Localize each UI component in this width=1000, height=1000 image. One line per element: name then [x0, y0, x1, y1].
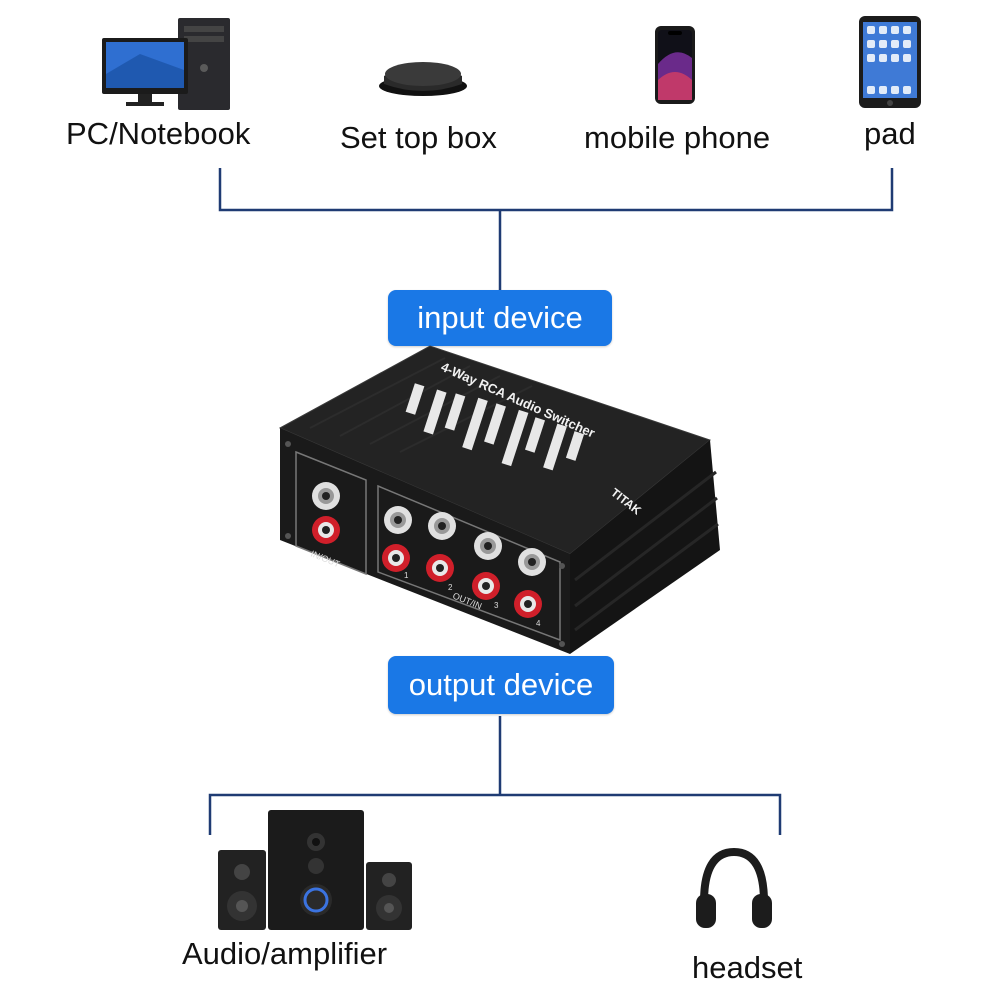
set-top-box-icon — [379, 62, 467, 96]
pc-notebook-icon — [102, 18, 230, 110]
headset-label: headset — [692, 950, 803, 985]
top-bus-line — [218, 168, 894, 212]
mobile-phone-icon — [655, 26, 695, 104]
rca-jack-red-3 — [472, 572, 500, 600]
pad-icon — [859, 16, 921, 108]
port-number-1: 1 — [404, 571, 409, 580]
mobile-phone-label: mobile phone — [584, 120, 771, 155]
port-number-4: 4 — [536, 619, 541, 628]
rca-jack-red-4 — [514, 590, 542, 618]
rca-jack-white-2 — [428, 512, 456, 540]
audio-amplifier-label: Audio/amplifier — [182, 936, 388, 971]
rca-jack-white-4 — [518, 548, 546, 576]
port-number-3: 3 — [494, 601, 499, 610]
output-device-badge: output device — [388, 656, 614, 714]
headset-icon — [696, 847, 772, 928]
bottom-bus-line — [208, 793, 782, 835]
rca-audio-switcher-device: 4-Way RCA Audio Switcher TITAK IN/OUT OU… — [278, 345, 720, 654]
port-number-2: 2 — [448, 583, 453, 592]
rca-jack-white-3 — [474, 532, 502, 560]
equalizer-graphic — [405, 383, 585, 471]
rca-jack-red-2 — [426, 554, 454, 582]
rca-jack-inout-red — [312, 516, 340, 544]
set-top-box-label: Set top box — [340, 120, 497, 155]
rca-jack-inout-white — [312, 482, 340, 510]
speaker-system-icon — [218, 810, 412, 930]
pc-notebook-label: PC/Notebook — [66, 116, 251, 151]
input-device-badge: input device — [388, 290, 612, 346]
rca-jack-red-1 — [382, 544, 410, 572]
rca-jack-white-1 — [384, 506, 412, 534]
pad-label: pad — [864, 116, 916, 151]
